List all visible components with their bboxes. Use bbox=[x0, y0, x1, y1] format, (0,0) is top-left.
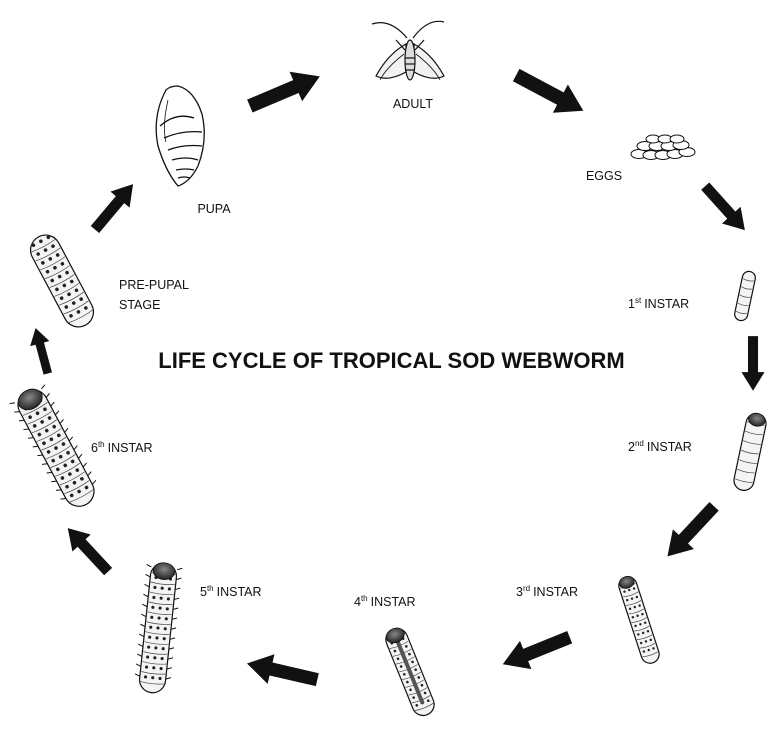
instar1-word: INSTAR bbox=[644, 297, 689, 311]
instar6-word: INSTAR bbox=[108, 441, 153, 455]
instar4-suffix: th bbox=[361, 594, 368, 603]
label-adult: ADULT bbox=[393, 97, 433, 111]
arrow-instar6-to-prepupal-icon bbox=[25, 325, 58, 377]
instar4-number: 4 bbox=[354, 595, 361, 609]
page-title: LIFE CYCLE OF TROPICAL SOD WEBWORM bbox=[158, 348, 624, 373]
instar6-number: 6 bbox=[91, 441, 98, 455]
instar3-word: INSTAR bbox=[533, 585, 578, 599]
larva-instar2-icon bbox=[733, 412, 767, 491]
moth-adult-icon bbox=[371, 20, 445, 81]
pupa-icon bbox=[155, 85, 205, 187]
label-prepupal-line1: PRE-PUPAL bbox=[119, 278, 189, 292]
label-prepupal-line2: STAGE bbox=[119, 298, 160, 312]
arrow-eggs-to-instar1-icon bbox=[695, 177, 755, 239]
instar4-word: INSTAR bbox=[371, 595, 416, 609]
arrow-prepupal-to-pupa-icon bbox=[85, 176, 143, 238]
arrow-instar3-to-instar4-icon bbox=[497, 623, 576, 679]
larva-prepupal-icon bbox=[29, 234, 95, 328]
instar3-suffix: rd bbox=[523, 584, 530, 593]
label-eggs: EGGS bbox=[586, 169, 622, 183]
larvae-group bbox=[9, 234, 767, 717]
larva-instar1-icon bbox=[734, 270, 756, 322]
egg-cluster-icon bbox=[630, 134, 696, 160]
instar1-suffix: st bbox=[635, 296, 642, 305]
instar5-suffix: th bbox=[207, 584, 214, 593]
arrow-instar5-to-instar6-icon bbox=[58, 519, 118, 581]
instar6-suffix: th bbox=[98, 440, 105, 449]
larva-instar5-icon bbox=[134, 562, 183, 694]
arrow-pupa-to-adult-icon bbox=[243, 61, 327, 121]
arrow-instar2-to-instar3-icon bbox=[656, 496, 725, 567]
arrow-instar4-to-instar5-icon bbox=[243, 648, 321, 695]
larva-instar4-icon bbox=[385, 627, 435, 717]
instar2-number: 2 bbox=[628, 440, 635, 454]
instar1-number: 1 bbox=[628, 297, 635, 311]
arrow-adult-to-eggs-icon bbox=[508, 60, 591, 125]
larva-instar6-icon bbox=[9, 384, 97, 507]
instar3-number: 3 bbox=[516, 585, 523, 599]
instar2-suffix: nd bbox=[635, 439, 644, 448]
arrow-instar1-to-instar2-icon bbox=[741, 336, 765, 391]
label-pupa: PUPA bbox=[197, 202, 231, 216]
instar5-number: 5 bbox=[200, 585, 207, 599]
instar5-word: INSTAR bbox=[217, 585, 262, 599]
instar2-word: INSTAR bbox=[647, 440, 692, 454]
larva-instar3-icon bbox=[618, 575, 660, 664]
